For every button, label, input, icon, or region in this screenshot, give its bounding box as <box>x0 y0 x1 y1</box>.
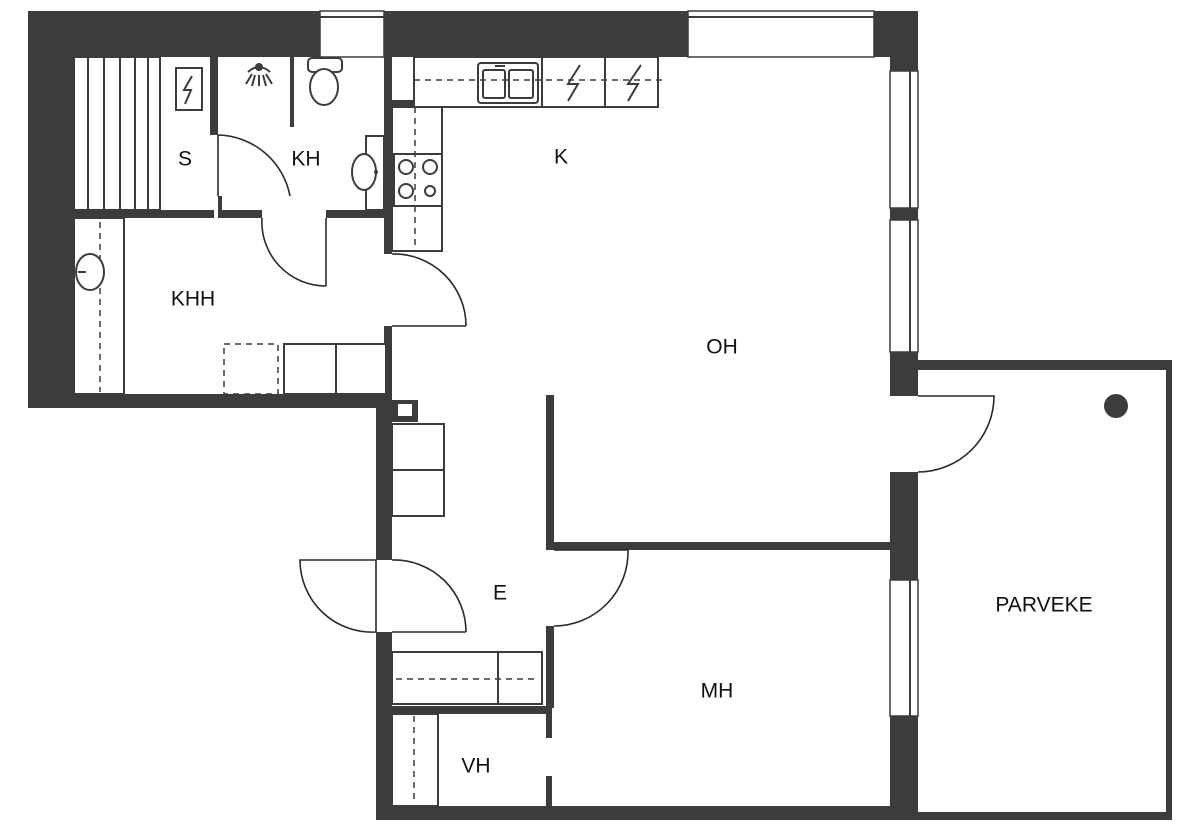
laundry-appliances <box>223 343 387 395</box>
sauna-heater <box>175 67 203 111</box>
toilet-icon <box>307 57 343 106</box>
room-labels: S KH K KHH OH E MH VH PARVEKE <box>171 146 1093 778</box>
room-label-living: OH <box>706 336 738 359</box>
room-label-wardrobe: VH <box>461 755 490 778</box>
room-label-washroom: KH <box>291 148 320 171</box>
windows <box>319 10 919 717</box>
walls <box>28 11 1172 820</box>
washroom-sink-icon <box>351 135 385 211</box>
room-label-utility: KHH <box>171 288 215 311</box>
room-label-bedroom: MH <box>701 680 734 703</box>
room-label-entrance: E <box>493 582 507 605</box>
utility-counter <box>73 217 125 395</box>
wardrobe-shelves <box>391 713 439 807</box>
utility-sink-icon <box>75 253 105 291</box>
upper-cabinet-outline <box>414 79 662 248</box>
doors <box>217 134 995 633</box>
balcony-drain-icon <box>1104 394 1128 418</box>
appliance-icon <box>566 64 642 102</box>
room-label-kitchen: K <box>554 146 568 169</box>
room-label-sauna: S <box>178 148 192 171</box>
sauna-benches <box>73 56 161 211</box>
hall-cabinets <box>391 423 543 705</box>
stove-icon <box>393 153 443 207</box>
shower-head-icon <box>245 63 273 87</box>
room-label-balcony: PARVEKE <box>995 594 1092 617</box>
kitchen-sink-icon <box>477 62 539 104</box>
